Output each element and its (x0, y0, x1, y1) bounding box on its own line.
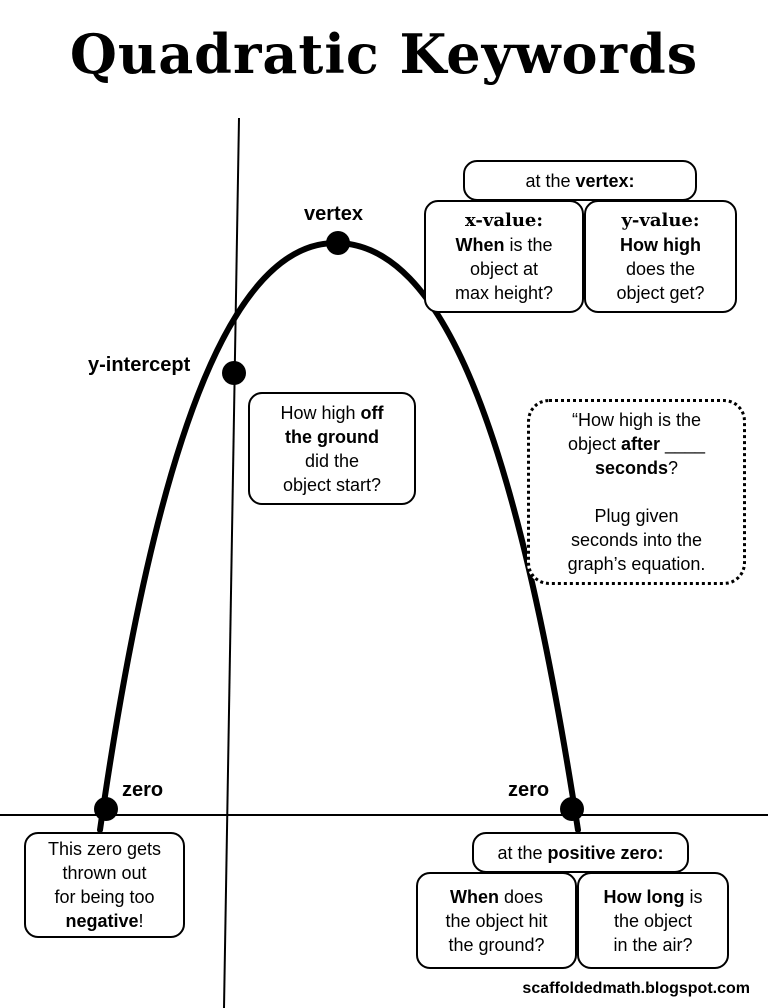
after-seconds-line2-bold: after (620, 434, 660, 454)
how-long-line1-rest: is (684, 886, 703, 907)
vertex-label: vertex (304, 203, 363, 225)
x-value-line1-rest: is the (504, 234, 553, 255)
y-intercept-box: How high off the ground did the object s… (248, 392, 416, 505)
negative-zero-line3: for being too (54, 887, 155, 907)
how-long-box: How long is the object in the air? (577, 872, 729, 969)
negative-zero-line1: This zero gets (47, 839, 162, 859)
negative-zero-line4-post: ! (138, 911, 144, 931)
x-value-box: x-value: When is the object at max heigh… (424, 200, 584, 313)
when-box: When does the object hit the ground? (416, 872, 577, 969)
when-line2: the object hit (445, 910, 548, 931)
when-line1-rest: does (498, 886, 544, 907)
page-title: Quadratic Keywords (69, 22, 699, 86)
vertex-header-box: at the vertex: (463, 160, 697, 201)
negative-zero-line2: thrown out (62, 863, 147, 883)
left-zero-label: zero (122, 779, 164, 801)
after-seconds-line2-post: ____ (660, 434, 706, 454)
when-line3: the ground? (448, 934, 545, 955)
y-value-line1: How high (620, 234, 701, 255)
how-long-line3: in the air? (613, 934, 693, 955)
y-value-line3: object get? (616, 282, 705, 303)
y-value-line2: does the (625, 258, 696, 279)
vertex-point (326, 231, 350, 255)
y-intercept-line1-pre: How high (280, 402, 361, 423)
y-intercept-line1-bold: off (360, 402, 384, 423)
parabola-curve (97, 239, 581, 833)
vertex-header-bold: vertex: (575, 170, 635, 191)
left-zero-point (94, 797, 118, 821)
positive-zero-header-pre: at the (497, 842, 548, 863)
vertex-header-pre: at the (525, 170, 576, 191)
after-seconds-line1: “How high is the (571, 410, 702, 430)
y-axis (223, 117, 240, 1008)
after-seconds-line4: Plug given (594, 506, 679, 526)
y-intercept-line2: the ground (285, 426, 379, 447)
right-zero-point (560, 797, 584, 821)
after-seconds-line2-pre: object (567, 434, 621, 454)
after-seconds-line5: seconds into the (570, 530, 703, 550)
y-intercept-line4: object start? (282, 474, 382, 495)
after-seconds-line6: graph’s equation. (567, 554, 706, 574)
x-value-line1-bold: When (455, 234, 505, 255)
negative-zero-line4-bold: negative (65, 911, 139, 931)
y-intercept-line3: did the (304, 450, 360, 471)
negative-zero-box: This zero gets thrown out for being too … (24, 832, 185, 938)
right-zero-label: zero (508, 779, 550, 801)
how-long-line1-bold: How long (603, 886, 685, 907)
footer-credit: scaffoldedmath.blogspot.com (522, 980, 750, 997)
after-seconds-line3-post: ? (668, 458, 679, 478)
x-value-line2: object at (469, 258, 539, 279)
when-line1-bold: When (449, 886, 499, 907)
y-intercept-label: y-intercept (88, 354, 191, 376)
after-seconds-line3-bold: seconds (594, 458, 668, 478)
y-value-heading: y-value: (621, 209, 700, 231)
x-value-line3: max height? (454, 282, 554, 303)
after-seconds-box: “How high is the object after ____ secon… (527, 399, 746, 585)
positive-zero-header-box: at the positive zero: (472, 832, 689, 873)
y-value-box: y-value: How high does the object get? (584, 200, 737, 313)
y-intercept-point (222, 361, 246, 385)
how-long-line2: the object (613, 910, 693, 931)
positive-zero-header-bold: positive zero: (547, 842, 664, 863)
x-value-heading: x-value: (464, 209, 544, 231)
